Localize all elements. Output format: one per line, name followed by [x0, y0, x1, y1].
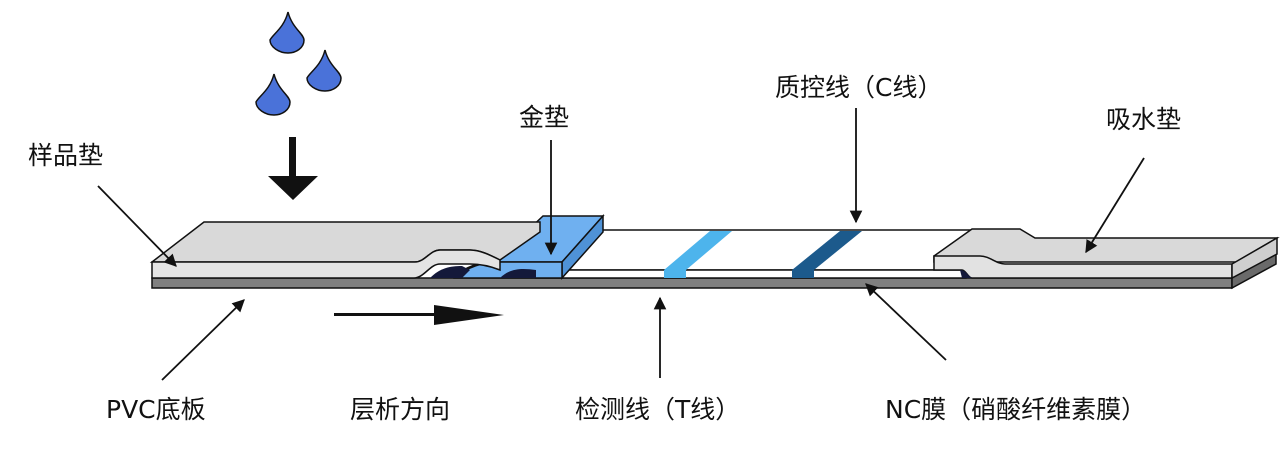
nc-membrane [533, 229, 977, 279]
absorbent-pad [933, 228, 1280, 280]
sample-pad-pointer [97, 185, 177, 267]
test-line [664, 231, 732, 278]
leader-lines [97, 108, 1145, 381]
label-control-line: 质控线（C线） [775, 73, 942, 102]
absorbent-pad-pointer [1085, 157, 1145, 254]
label-nc-membrane: NC膜（硝酸纤维素膜） [885, 395, 1146, 424]
drop-icon [269, 11, 305, 54]
sample-drops [255, 11, 342, 116]
pvc-backing-pointer [161, 299, 245, 381]
label-sample-pad: 样品垫 [28, 141, 103, 170]
nc-membrane-pointer [865, 283, 947, 361]
sample-pad [149, 221, 541, 279]
control-line [792, 231, 862, 278]
sample-application-arrow [268, 137, 318, 200]
label-flow-direction: 层析方向 [350, 395, 450, 424]
flow-direction-arrow [334, 305, 504, 325]
label-absorbent-pad: 吸水垫 [1106, 105, 1181, 134]
label-gold-pad: 金垫 [519, 103, 569, 132]
drop-icon [306, 49, 342, 92]
label-test-line: 检测线（T线） [575, 395, 740, 424]
drop-icon [255, 73, 291, 116]
label-pvc-backing: PVC底板 [106, 395, 206, 424]
